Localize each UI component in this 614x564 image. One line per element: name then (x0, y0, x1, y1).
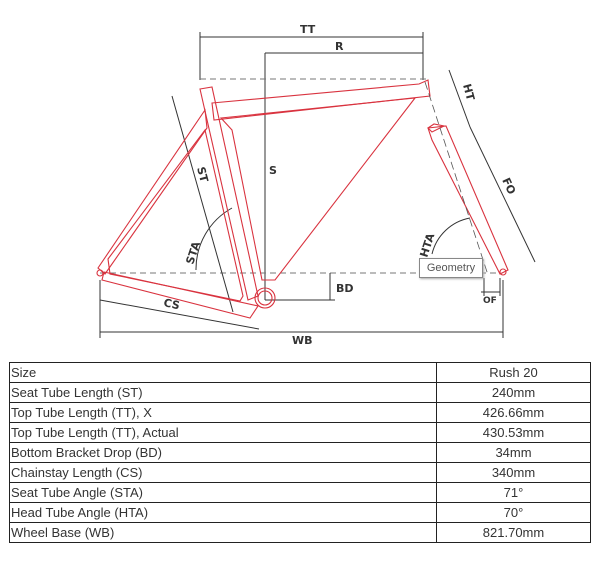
row-value: 426.66mm (436, 402, 591, 423)
row-label: Seat Tube Length (ST) (9, 382, 437, 403)
geometry-tooltip: Geometry (419, 258, 483, 278)
label-cs: CS (162, 296, 181, 312)
label-ht: HT (460, 82, 477, 102)
row-label: Seat Tube Angle (STA) (9, 482, 437, 503)
row-value: 340mm (436, 462, 591, 483)
frame-outline (96, 79, 509, 319)
row-value: 821.70mm (436, 522, 591, 543)
label-tt: TT (300, 23, 316, 36)
bike-geometry-diagram: TT R S ST STA CS BD WB HT FO HTA OF (96, 23, 536, 347)
row-label: Chainstay Length (CS) (9, 462, 437, 483)
row-label: Bottom Bracket Drop (BD) (9, 442, 437, 463)
label-r: R (335, 40, 344, 53)
table-row: Wheel Base (WB)821.70mm (9, 522, 591, 543)
table-row: Chainstay Length (CS)340mm (9, 462, 591, 483)
label-fo: FO (499, 176, 518, 197)
label-s: S (269, 164, 277, 177)
row-label: Top Tube Length (TT), X (9, 402, 437, 423)
row-label: Top Tube Length (TT), Actual (9, 422, 437, 443)
row-value: 240mm (436, 382, 591, 403)
row-value: 70° (436, 502, 591, 523)
table-row: Seat Tube Angle (STA)71° (9, 482, 591, 503)
label-st: ST (194, 165, 211, 184)
table-row: Seat Tube Length (ST)240mm (9, 382, 591, 403)
label-bd: BD (336, 282, 354, 295)
row-label: Head Tube Angle (HTA) (9, 502, 437, 523)
row-label: Wheel Base (WB) (9, 522, 437, 543)
fork-centerline (424, 81, 489, 276)
label-wb: WB (292, 334, 313, 347)
row-value: 34mm (436, 442, 591, 463)
row-value: 430.53mm (436, 422, 591, 443)
table-row: Bottom Bracket Drop (BD)34mm (9, 442, 591, 463)
row-value: Rush 20 (436, 362, 591, 383)
label-of: OF (483, 296, 497, 306)
label-sta: STA (183, 239, 203, 265)
table-row: Head Tube Angle (HTA)70° (9, 502, 591, 523)
row-value: 71° (436, 482, 591, 503)
dimension-lines (99, 32, 536, 338)
row-label: Size (9, 362, 437, 383)
